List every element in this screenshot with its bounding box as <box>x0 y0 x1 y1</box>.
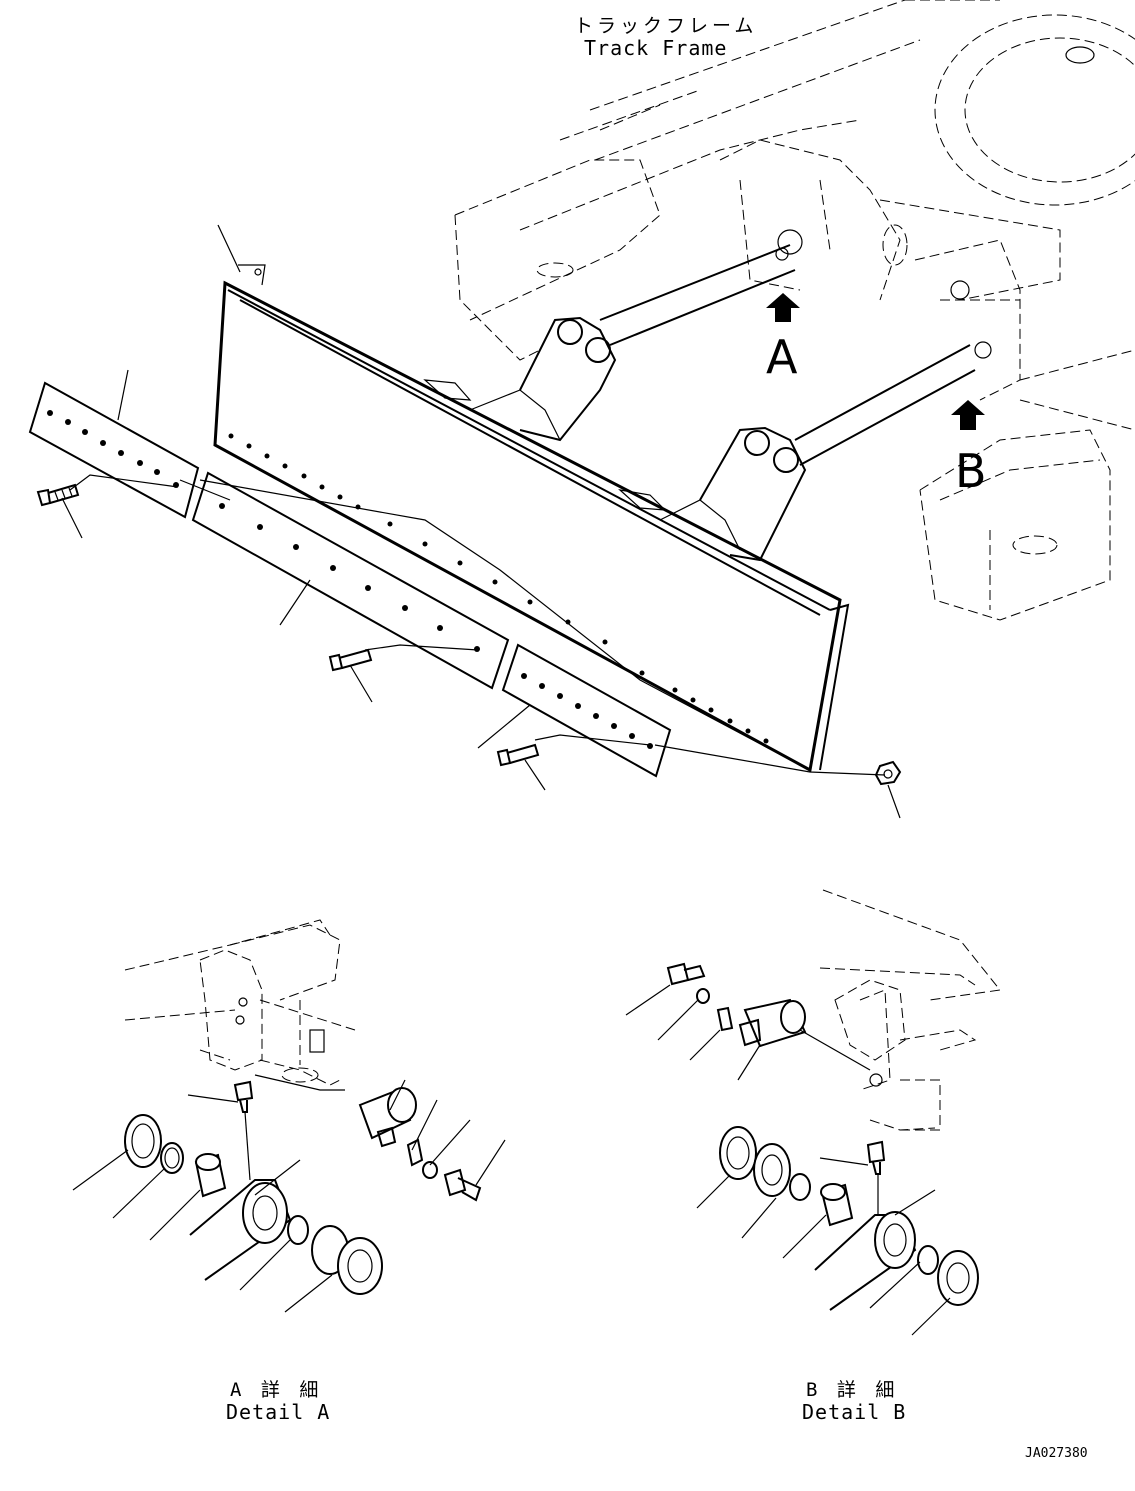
detail-a-drawing <box>72 919 506 1313</box>
blade-arms <box>469 316 807 562</box>
detail-a-title-en: Detail A <box>226 1400 331 1424</box>
detail-b-drawing <box>625 889 1001 1336</box>
track-frame <box>454 0 1135 621</box>
drawing-code: JA027380 <box>1025 1446 1088 1461</box>
arrow-up-icon <box>951 400 985 430</box>
title-en: Track Frame <box>584 36 728 60</box>
arrow-up-icon <box>766 293 800 322</box>
arrow-a-label: A <box>766 330 798 384</box>
cutting-edges <box>28 381 886 778</box>
detail-a-title-jp: A 詳 細 <box>230 1379 323 1401</box>
arrow-b-label: B <box>955 444 987 498</box>
detail-b-title-jp: B 詳 細 <box>806 1379 899 1401</box>
leader-lines <box>61 224 901 819</box>
title-jp: トラックフレーム <box>574 15 758 37</box>
detail-b-title-en: Detail B <box>802 1400 907 1424</box>
bolts <box>36 483 902 786</box>
blade <box>213 264 850 773</box>
